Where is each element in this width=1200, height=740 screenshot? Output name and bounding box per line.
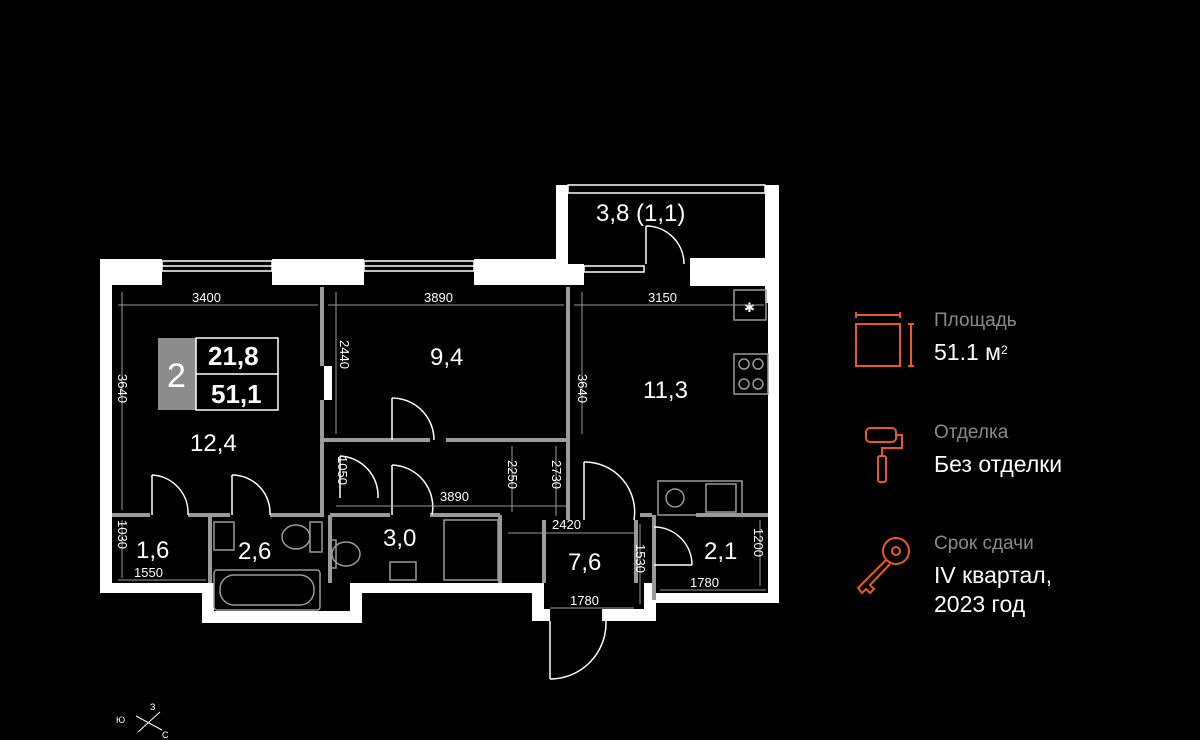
windows <box>161 184 766 273</box>
dimension-labels: 3400 3890 3150 3640 2440 3640 1050 2250 … <box>115 290 766 608</box>
room-labels: 12,4 9,4 11,3 3,8 (1,1) 1,6 2,6 3,0 7,6 … <box>136 200 737 576</box>
dimension-label: 3150 <box>648 290 677 305</box>
room-label: 7,6 <box>568 549 601 576</box>
sink-bath <box>213 521 235 551</box>
dimension-label: 1050 <box>335 456 350 485</box>
delivery-value: IV квартал, 2023 год <box>934 562 1053 617</box>
info-area: Площадь 51.1 м2 <box>852 310 1182 380</box>
dimension-label: 1550 <box>134 565 163 580</box>
toilet-wc <box>331 541 361 567</box>
finish-label: Отделка <box>934 422 1009 443</box>
room-label: 12,4 <box>190 430 237 457</box>
badge-living-area: 21,8 <box>208 341 259 371</box>
badge-rooms: 2 <box>167 357 186 395</box>
column <box>324 366 332 400</box>
dimension-label: 3640 <box>575 374 590 403</box>
apartment-badge: 2 21,8 51,1 <box>158 337 279 411</box>
dimension-label: 1030 <box>115 520 130 549</box>
delivery-label: Срок сдачи <box>934 533 1034 554</box>
kitchen-sink <box>705 483 737 513</box>
sink-wc <box>389 561 417 581</box>
dimension-label: 3640 <box>115 374 130 403</box>
dimension-label: 1780 <box>690 575 719 590</box>
room-label: 3,0 <box>383 525 416 552</box>
info-finish: Отделка Без отделки <box>852 422 1182 492</box>
dimension-label: 2420 <box>552 517 581 532</box>
room-label: 1,6 <box>136 537 169 564</box>
dimension-label: 1530 <box>633 544 648 573</box>
room-label: 11,3 <box>643 377 688 404</box>
dimension-label: 2250 <box>505 460 520 489</box>
washer <box>665 488 685 508</box>
room-label: 2,6 <box>238 538 271 565</box>
dimension-label: 2440 <box>337 340 352 369</box>
badge-total-area: 51,1 <box>211 379 262 409</box>
ventilation-icon: ✱ <box>744 300 755 315</box>
bathtub-inner <box>219 574 315 606</box>
shower <box>443 519 499 581</box>
info-delivery: Срок сдачи IV квартал, 2023 год <box>852 533 1182 633</box>
outer-walls <box>100 185 779 623</box>
stove <box>733 353 769 395</box>
finish-value: Без отделки <box>934 451 1063 477</box>
bathtub <box>213 569 321 611</box>
dimension-label: 2730 <box>549 460 564 489</box>
key-icon <box>856 537 910 595</box>
dimension-lines <box>118 292 766 609</box>
paint-roller-icon <box>865 427 903 483</box>
dimension-label: 1780 <box>570 593 599 608</box>
compass: Ю З С <box>116 702 169 740</box>
area-label: Площадь <box>934 310 1017 331</box>
dimension-label: 1200 <box>751 528 766 557</box>
dimension-label: 3400 <box>192 290 221 305</box>
fixtures <box>213 289 769 611</box>
dimension-label: 3890 <box>424 290 453 305</box>
room-label: 9,4 <box>430 344 463 371</box>
doors <box>151 225 693 680</box>
compass-south: Ю <box>116 715 125 725</box>
compass-west: З <box>150 702 155 712</box>
kitchen-counter <box>657 480 743 516</box>
room-label: 2,1 <box>704 538 737 565</box>
dimension-label: 3890 <box>440 489 469 504</box>
compass-north: С <box>162 730 169 740</box>
area-value: 51.1 м2 <box>934 339 1008 365</box>
toilet-bath <box>281 524 311 550</box>
room-label: 3,8 (1,1) <box>596 200 685 227</box>
area-icon <box>855 312 914 367</box>
